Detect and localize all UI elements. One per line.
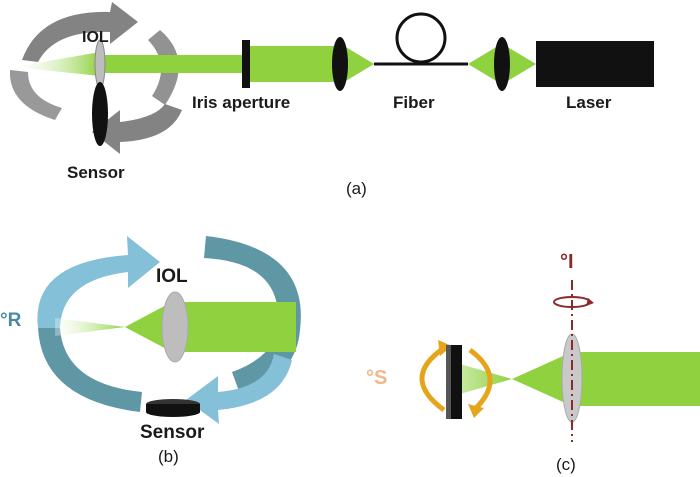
iol-rotation-arrowhead-icon: [586, 298, 594, 306]
iris-label: Iris aperture: [192, 93, 290, 112]
rotation-arrow-b-right-icon: [204, 236, 301, 394]
rotation-arrow-top-icon: [22, 2, 138, 62]
sensor-rotation-arrow-right-icon: [468, 347, 493, 412]
beam-fiber-lens: [468, 46, 498, 82]
beam-cone-b: [55, 318, 125, 336]
beam-focus-b: [125, 302, 172, 352]
iol-label-a: IOL: [82, 29, 109, 46]
rotation-arrow-bottom-icon: [92, 104, 182, 154]
iol-lens-a: [94, 39, 106, 89]
sensor-rotation-arrow-left-icon: [419, 345, 446, 413]
fiber-label: Fiber: [393, 93, 435, 112]
panel-b: °R IOL Sensor (b): [0, 236, 301, 466]
beam-lens-laser: [506, 46, 536, 82]
fiber: [374, 12, 468, 66]
beam-lens-fiber: [344, 46, 374, 82]
sensor-b-bottom: [146, 407, 200, 417]
sensor-rotation-arrowhead-left-icon: [438, 340, 452, 356]
panel-a: IOL Iris aperture Fiber Laser Sensor (a): [9, 2, 654, 198]
beam-cone-a: [14, 52, 100, 76]
panel-c: °I °S (c): [366, 251, 700, 474]
iris-aperture: [242, 40, 250, 88]
coupling-lens-1: [332, 37, 348, 91]
sensor-a: [92, 82, 108, 146]
rotation-arrow-left-icon: [9, 70, 62, 120]
beam-collimated-c: [572, 352, 700, 406]
beam-collimated-b: [172, 302, 296, 352]
laser-label: Laser: [566, 93, 612, 112]
caption-b: (b): [158, 447, 179, 466]
laser-block: [536, 41, 654, 87]
beam-focus-c: [512, 352, 572, 406]
coupling-lens-2: [494, 37, 510, 91]
sensor-label-b: Sensor: [140, 422, 205, 443]
sensor-rotation-arrowhead-right-icon: [468, 404, 484, 418]
rotation-arrow-b-left-icon: [38, 328, 142, 412]
rotation-label-s: °S: [366, 367, 387, 389]
beam-iol-iris: [100, 55, 248, 73]
rotation-label-r: °R: [0, 310, 22, 331]
beam-iris-lens: [248, 46, 340, 82]
rotation-label-i: °I: [560, 251, 574, 273]
iol-lens-b: [161, 291, 189, 363]
sensor-label-a: Sensor: [67, 163, 125, 182]
sensor-c: [450, 345, 462, 419]
rotation-arrow-b-top-icon: [37, 236, 160, 330]
caption-a: (a): [346, 179, 367, 198]
iol-label-b: IOL: [156, 266, 188, 287]
beam-cone-c: [460, 364, 512, 394]
rotation-arrow-b-bottom-icon: [186, 354, 292, 424]
sensor-c-face: [446, 345, 451, 419]
caption-c: (c): [556, 455, 576, 474]
